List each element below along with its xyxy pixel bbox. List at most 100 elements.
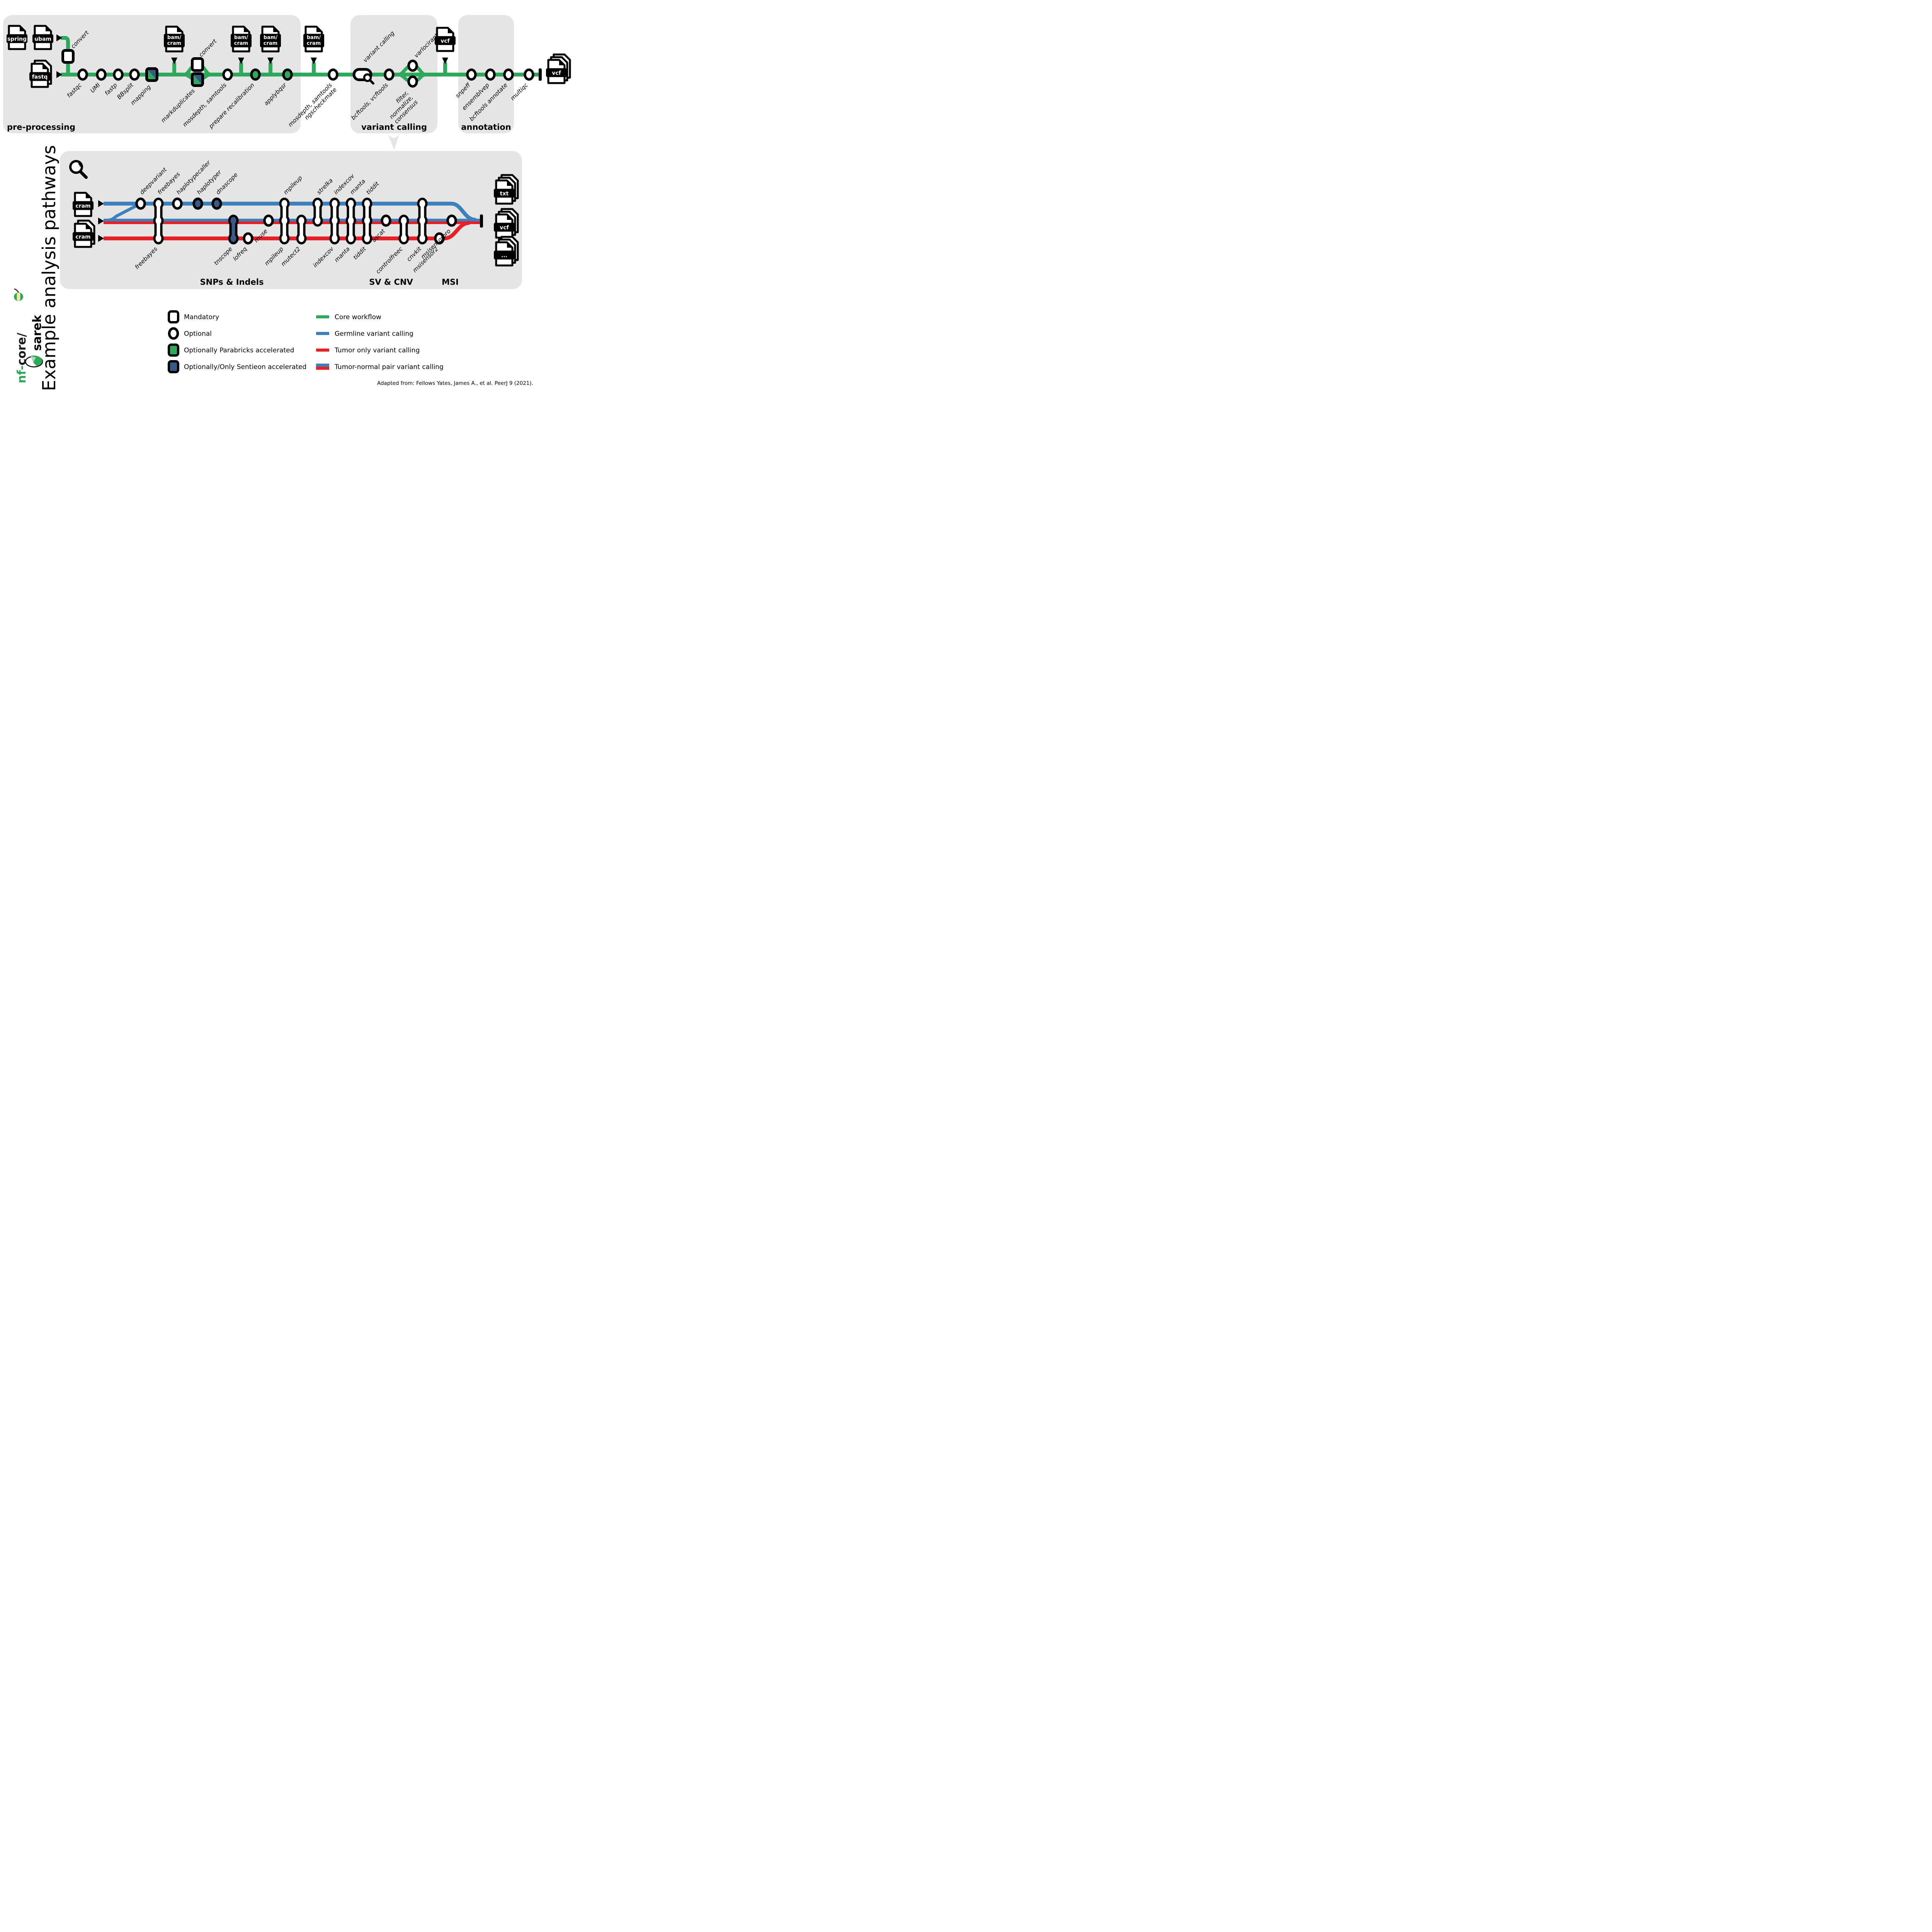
file-label-vcf-pathways: vcf [500, 225, 509, 231]
top-terminal-bar [539, 68, 542, 81]
node-dnascope [211, 197, 222, 210]
pathway-terminal-bar [480, 214, 483, 228]
legend-tumor-label: Tumor only variant calling [334, 347, 420, 354]
legend-line-swatches: Core workflow Germline variant calling T… [316, 313, 444, 371]
pathway-circle-nodes [135, 197, 457, 245]
node-convert-start [61, 49, 75, 64]
input-arrow-tumor [98, 235, 104, 242]
file-label-vcf-out: vcf [552, 70, 561, 77]
legend-optional-shape [168, 327, 179, 340]
node-fastqc [77, 68, 88, 81]
node-fastp [113, 68, 124, 81]
legend-core-label: Core workflow [335, 313, 381, 321]
file-label-fastq: fastq [32, 74, 48, 80]
node-haplotypecaller [172, 197, 183, 210]
node-convert-2 [191, 57, 204, 72]
file-icon-bamcram-2: bam/ cram [231, 26, 252, 53]
node-ensemblvep [485, 68, 496, 81]
node-umi [96, 68, 107, 81]
legend-optional-label: Optional [184, 330, 212, 338]
legend-mandatory-shape [168, 310, 179, 323]
node-cnvkit [417, 197, 428, 245]
preprocessing-nodes [77, 57, 338, 87]
node-muse [263, 214, 274, 227]
section-label-sv-cnv: SV & CNV [369, 277, 413, 287]
node-controlfreec [398, 214, 409, 245]
drop-arrow-bamcram3 [267, 58, 274, 64]
input-arrow-germline [98, 200, 104, 207]
file-label-dots: ... [501, 253, 507, 259]
annotation-nodes [466, 68, 534, 81]
node-mutect2 [296, 214, 307, 245]
file-icon-cram-single: cram [73, 192, 94, 217]
file-label-bamcram1-line1: bam/ [167, 35, 182, 41]
legend-germline-label: Germline variant calling [335, 330, 413, 338]
file-label-ubam: ubam [34, 36, 51, 43]
pathway-pill-nodes [153, 197, 428, 245]
file-icon-fastq: fastq [29, 60, 52, 88]
node-lofreq [243, 232, 253, 245]
node-tnscope [228, 214, 239, 245]
legend-germline-swatch [316, 332, 329, 335]
file-label-vcf-mid: vcf [440, 38, 450, 44]
node-manta [345, 197, 356, 245]
node-mosdepth-samtools [222, 68, 233, 81]
sarek-logo-icon [25, 355, 43, 367]
pathways-magnifier-icon [69, 160, 88, 179]
node-mpileup [279, 197, 290, 245]
input-arrow-ubam [56, 34, 62, 41]
file-label-txt: txt [500, 191, 509, 197]
tumor-only-line [104, 221, 470, 240]
nfcore-apple-icon [14, 288, 23, 301]
flow-arrows [56, 34, 448, 78]
variant-calling-box-label: variant calling [361, 122, 427, 132]
legend-core-swatch [316, 315, 329, 318]
preprocessing-box-label: pre-processing [7, 122, 75, 132]
connector-arrow-shape [388, 134, 400, 150]
node-applybqsr [282, 68, 293, 81]
drop-arrow-bamcram2 [238, 58, 244, 64]
file-label-bamcram2-line2: cram [234, 41, 248, 46]
input-arrow-fastq [56, 71, 62, 78]
sarek-wordmark: sarek [31, 315, 44, 351]
node-variant-calling [352, 68, 374, 85]
file-label-bamcram2-line1: bam/ [234, 35, 248, 41]
file-icon-vcf-mid: vcf [435, 27, 456, 52]
node-haplotyper [192, 197, 203, 210]
file-icon-vcf-pathways-out: vcf [494, 208, 519, 239]
file-label-cram-single: cram [75, 203, 90, 209]
drop-arrow-bamcram4 [311, 58, 317, 64]
node-multiqc [524, 68, 534, 81]
node-bcftools-vcftools [384, 68, 395, 81]
section-label-snps-indels: SNPs & Indels [200, 277, 264, 287]
node-ascat [381, 214, 391, 227]
node-bcftools-annotate [503, 68, 514, 81]
diagram-svg: pre-processing variant calling annotatio… [3, 15, 571, 391]
file-icon-txt-out: txt [494, 174, 519, 205]
node-msisensor2 [434, 232, 445, 245]
section-label-msi: MSI [442, 277, 459, 287]
node-markduplicates [191, 72, 204, 87]
page-title: Example analysis pathways [39, 145, 60, 391]
legend-pair-label: Tumor-normal pair variant calling [334, 363, 444, 371]
legend-tumor-swatch [316, 349, 329, 352]
file-label-spring: spring [7, 36, 27, 43]
node-mosdepth-ngscheckmate [328, 68, 338, 81]
variant-calling-nodes [384, 60, 418, 88]
node-prepare-recalibration [250, 68, 261, 81]
drop-arrow-bamcram1 [171, 58, 177, 64]
legend-sentieon-label: Optionally/Only Sentieon accelerated [184, 363, 306, 371]
legend-parabricks-label: Optionally Parabricks accelerated [184, 347, 294, 354]
input-arrow-pair [98, 218, 104, 224]
file-icon-ubam: ubam [32, 25, 53, 50]
legend-node-shapes: Mandatory Optional Optionally Parabricks… [168, 310, 306, 373]
legend-sentieon-shape [168, 360, 179, 373]
nfcore-wordmark: nf-core/ [15, 333, 29, 383]
legend-parabricks-shape [168, 344, 179, 357]
file-label-cram-stack: cram [75, 234, 90, 240]
drop-arrow-vcf [442, 58, 448, 64]
legend-mandatory-label: Mandatory [184, 313, 219, 321]
file-icon-cram-stack: cram [73, 219, 95, 248]
citation: Adapted from: Fellows Yates, James A., e… [377, 380, 533, 386]
node-indexcov [329, 197, 340, 245]
